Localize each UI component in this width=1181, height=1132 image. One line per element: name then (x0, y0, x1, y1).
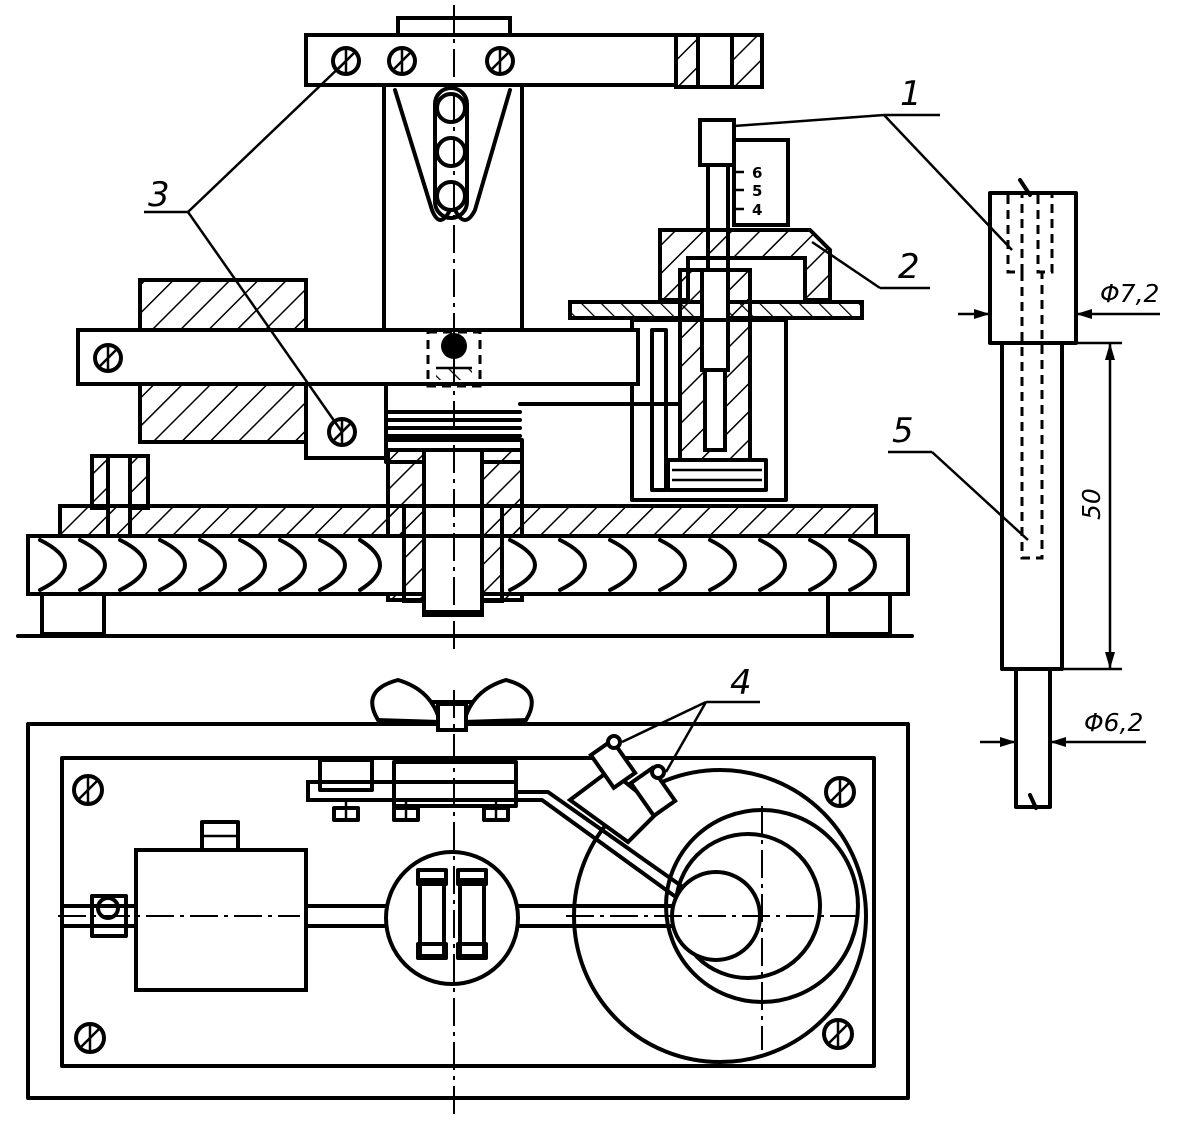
dim-inner-diameter: Φ6,2 (1084, 708, 1143, 737)
dim-outer-diameter: Φ7,2 (1100, 279, 1159, 308)
front-section-view: 6 5 4 (16, 5, 1013, 650)
needle-detail-view: Φ7,2 50 Φ6,2 5 (888, 178, 1160, 810)
callout-3: 3 (148, 175, 170, 215)
dim-length: 50 (1077, 488, 1106, 520)
callout-4: 4 (730, 663, 752, 703)
callout-5: 5 (892, 411, 914, 451)
callout-1: 1 (900, 74, 922, 114)
lever-arm (76, 328, 640, 386)
terminal-icon (566, 734, 678, 845)
scale-mark: 4 (752, 201, 762, 219)
plan-view: 4 (26, 663, 910, 1120)
callout-2: 2 (898, 247, 920, 287)
screw-icon (72, 774, 856, 1054)
scale-mark: 5 (752, 182, 762, 200)
coil-box (134, 848, 308, 992)
scale-mark: 6 (752, 164, 762, 182)
